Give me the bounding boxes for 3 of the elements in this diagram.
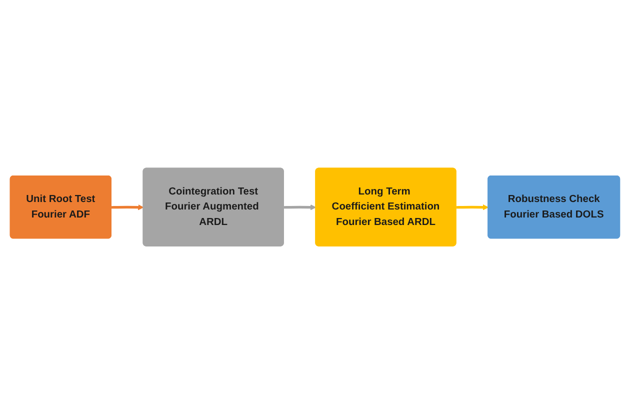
arrow [456,204,489,210]
arrow [284,204,316,210]
arrow [111,204,144,210]
